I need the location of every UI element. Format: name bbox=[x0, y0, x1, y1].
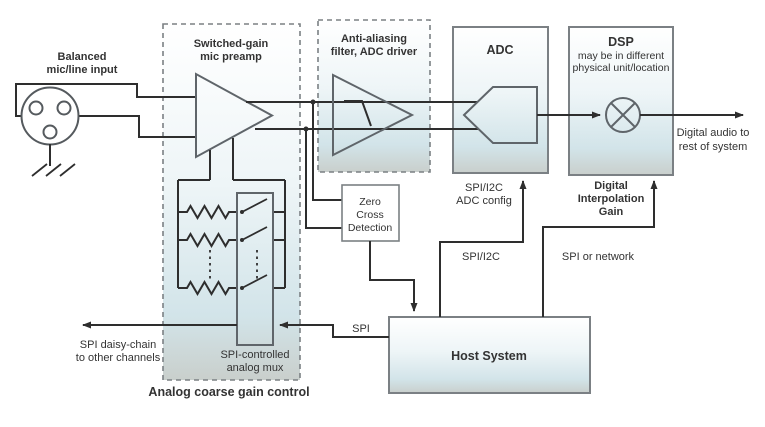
opamp-triangle-icon bbox=[195, 72, 275, 159]
dsp-title: DSP bbox=[608, 35, 634, 49]
preamp-gain-dashed-box bbox=[162, 23, 301, 381]
input-wire-left-drop bbox=[15, 83, 22, 117]
digital-audio-label-line1: Digital audio to bbox=[677, 127, 750, 139]
adc-config-bus-wire bbox=[439, 180, 527, 317]
aa-filter-title-line1: Anti-aliasing bbox=[341, 33, 407, 45]
ground-icon bbox=[31, 144, 76, 177]
dsp-note-line1: may be in different bbox=[578, 50, 664, 62]
dsp-box bbox=[568, 26, 674, 176]
preamp-title-line1: Switched-gain bbox=[194, 38, 269, 50]
input-label-line2: mic/line input bbox=[47, 64, 118, 76]
spi-label: SPI bbox=[352, 323, 370, 335]
host-system-title: Host System bbox=[451, 349, 527, 363]
input-label-line1: Balanced bbox=[58, 51, 107, 63]
coarse-gain-caption: Analog coarse gain control bbox=[148, 385, 309, 399]
input-wire-bottom bbox=[79, 115, 196, 138]
interp-gain-label-line3: Gain bbox=[599, 206, 624, 218]
mux-label-line2: analog mux bbox=[227, 362, 284, 374]
zcd-tap-bottom bbox=[305, 129, 342, 229]
zcd-label-line1: Zero bbox=[359, 196, 381, 208]
interp-gain-label-line2: Interpolation bbox=[578, 193, 645, 205]
adc-config-label-line2: ADC config bbox=[456, 195, 512, 207]
host-spi-to-mux-wire bbox=[279, 321, 389, 338]
mux-label-line1: SPI-controlled bbox=[220, 349, 289, 361]
gain-feedback-wiring bbox=[177, 138, 286, 288]
zcd-label-line3: Detection bbox=[348, 222, 393, 234]
host-system-box bbox=[388, 316, 591, 394]
interp-gain-label-line1: Digital bbox=[594, 180, 628, 192]
analog-mux-rect bbox=[236, 192, 274, 346]
aa-filter-title-line2: filter, ADC driver bbox=[331, 46, 418, 58]
mux-switch-icon bbox=[240, 198, 268, 290]
adc-box bbox=[452, 26, 549, 174]
daisy-chain-label-line2: to other channels bbox=[76, 352, 161, 364]
zero-cross-detection-box bbox=[341, 184, 400, 242]
dsp-control-bus-wire bbox=[542, 180, 658, 317]
dsp-note-line2: physical unit/location bbox=[573, 62, 670, 74]
xlr-connector-icon bbox=[20, 86, 80, 146]
zcd-label-line2: Cross bbox=[356, 209, 383, 221]
filter-driver-triangle-icon bbox=[332, 73, 415, 157]
daisy-chain-label-line1: SPI daisy-chain bbox=[80, 339, 156, 351]
preamp-title-line2: mic preamp bbox=[200, 51, 262, 63]
resistor-ladder-icon bbox=[178, 204, 285, 296]
lowpass-filter-icon bbox=[344, 100, 372, 127]
zcd-to-host-wire bbox=[369, 241, 418, 312]
input-wire-top bbox=[16, 83, 196, 98]
zcd-tap-top bbox=[312, 102, 342, 201]
spi-i2c-bus-label: SPI/I2C bbox=[462, 251, 500, 263]
input-wiring bbox=[15, 83, 196, 138]
adc-config-label-line1: SPI/I2C bbox=[465, 182, 503, 194]
digital-audio-label-line2: rest of system bbox=[679, 141, 747, 153]
spi-network-bus-label: SPI or network bbox=[562, 251, 635, 263]
adc-title: ADC bbox=[486, 43, 513, 57]
